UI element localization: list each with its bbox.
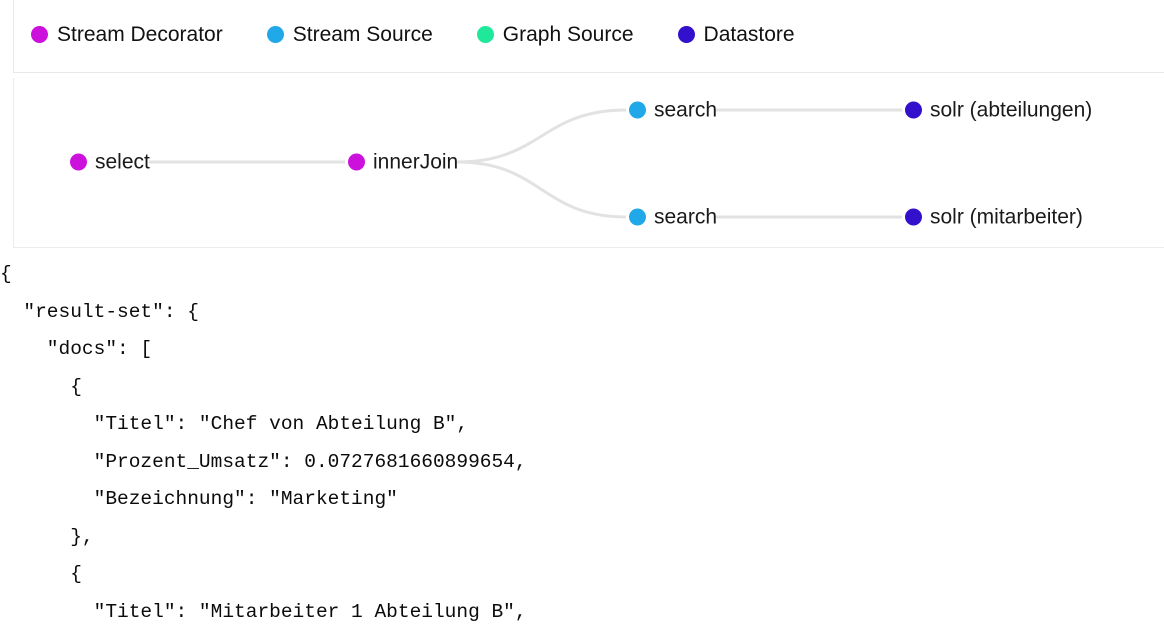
json-line: {: [0, 375, 82, 398]
legend-dot-icon: [677, 26, 695, 43]
json-line: "result-set": {: [0, 300, 199, 323]
json-line: "Prozent_Umsatz": 0.0727681660899654,: [0, 450, 527, 473]
json-line: "docs": [: [0, 338, 153, 360]
json-line: {: [0, 563, 82, 585]
graph-node-dot-icon: [70, 153, 87, 171]
legend-dot-icon: [476, 26, 494, 43]
stream-graph-panel: select innerJoin search search solr (abteilu…: [13, 78, 1164, 248]
graph-node-search-bottom[interactable]: search: [629, 207, 717, 228]
legend-item[interactable]: Datastore: [677, 23, 795, 46]
graph-node-dot-icon: [629, 208, 646, 226]
graph-node-dot-icon: [905, 208, 922, 226]
legend-item[interactable]: Graph Source: [476, 23, 634, 46]
legend-item-label: Datastore: [703, 23, 795, 46]
json-line: "Titel": "Mitarbeiter 1 Abteilung B",: [0, 600, 527, 623]
graph-node-dot-icon: [348, 153, 365, 171]
graph-node-search-top[interactable]: search: [629, 100, 717, 121]
graph-node-solr-abteilungen[interactable]: solr (abteilungen): [905, 100, 1092, 121]
graph-node-innerJoin[interactable]: innerJoin: [348, 152, 458, 173]
graph-node-dot-icon: [629, 101, 646, 119]
graph-edge-innerJoin-to-search-bottom: [457, 160, 627, 219]
graph-node-label: select: [95, 150, 150, 174]
json-line: "Titel": "Chef von Abteilung B",: [0, 413, 469, 435]
legend-dot-icon: [31, 26, 48, 43]
legend-item-label: Stream Decorator: [57, 23, 223, 46]
legend-panel: Stream Decorator Stream Source Graph Sourc…: [13, 0, 1164, 73]
graph-node-label: search: [654, 205, 718, 229]
json-result-output: { "result-set": { "docs": [ { "Titel": "…: [0, 256, 1164, 631]
graph-node-solr-mitarbeiter[interactable]: solr (mitarbeiter): [905, 207, 1083, 228]
graph-edge-layer: [148, 108, 902, 219]
graph-node-label: solr (abteilungen): [930, 98, 1093, 122]
legend-item[interactable]: Stream Source: [266, 23, 433, 46]
graph-edge-innerJoin-to-search-top: [457, 108, 627, 164]
graph-node-label: search: [654, 98, 718, 122]
graph-node-label: innerJoin: [373, 150, 459, 174]
graph-node-dot-icon: [905, 101, 922, 119]
legend-item-label: Stream Source: [292, 23, 433, 46]
graph-node-label: solr (mitarbeiter): [930, 205, 1083, 229]
json-line: },: [0, 525, 94, 548]
legend-item-list: Stream Decorator Stream Source Graph Sourc…: [31, 24, 795, 45]
legend-item[interactable]: Stream Decorator: [31, 24, 223, 45]
legend-dot-icon: [266, 26, 284, 43]
json-line: {: [0, 263, 12, 285]
json-line: "Bezeichnung": "Marketing": [0, 488, 398, 510]
legend-item-label: Graph Source: [502, 23, 634, 46]
graph-node-select[interactable]: select: [70, 152, 150, 173]
